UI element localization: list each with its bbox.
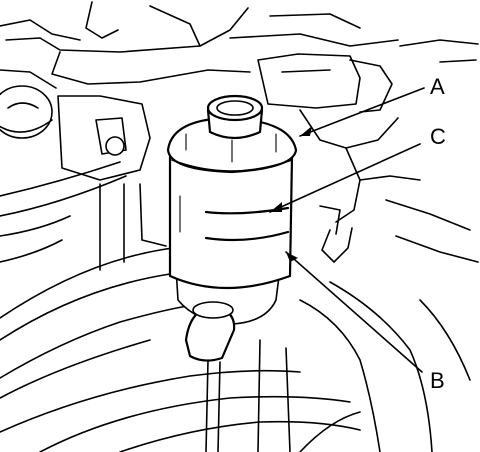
engine-background [0,1,479,271]
leader-b [285,251,423,373]
callout-label-a: A [430,74,445,99]
callout-label-c: C [430,124,446,149]
leader-a [299,87,425,137]
callouts: A C B [430,74,446,393]
foreground-hoses [0,240,471,452]
lower-level-mark [204,230,290,242]
leader-lines [269,87,425,373]
reservoir-cap [206,94,264,122]
leader-c [269,143,421,213]
callout-label-b: B [430,368,445,393]
cap-left [0,85,53,139]
reservoir [166,94,298,452]
